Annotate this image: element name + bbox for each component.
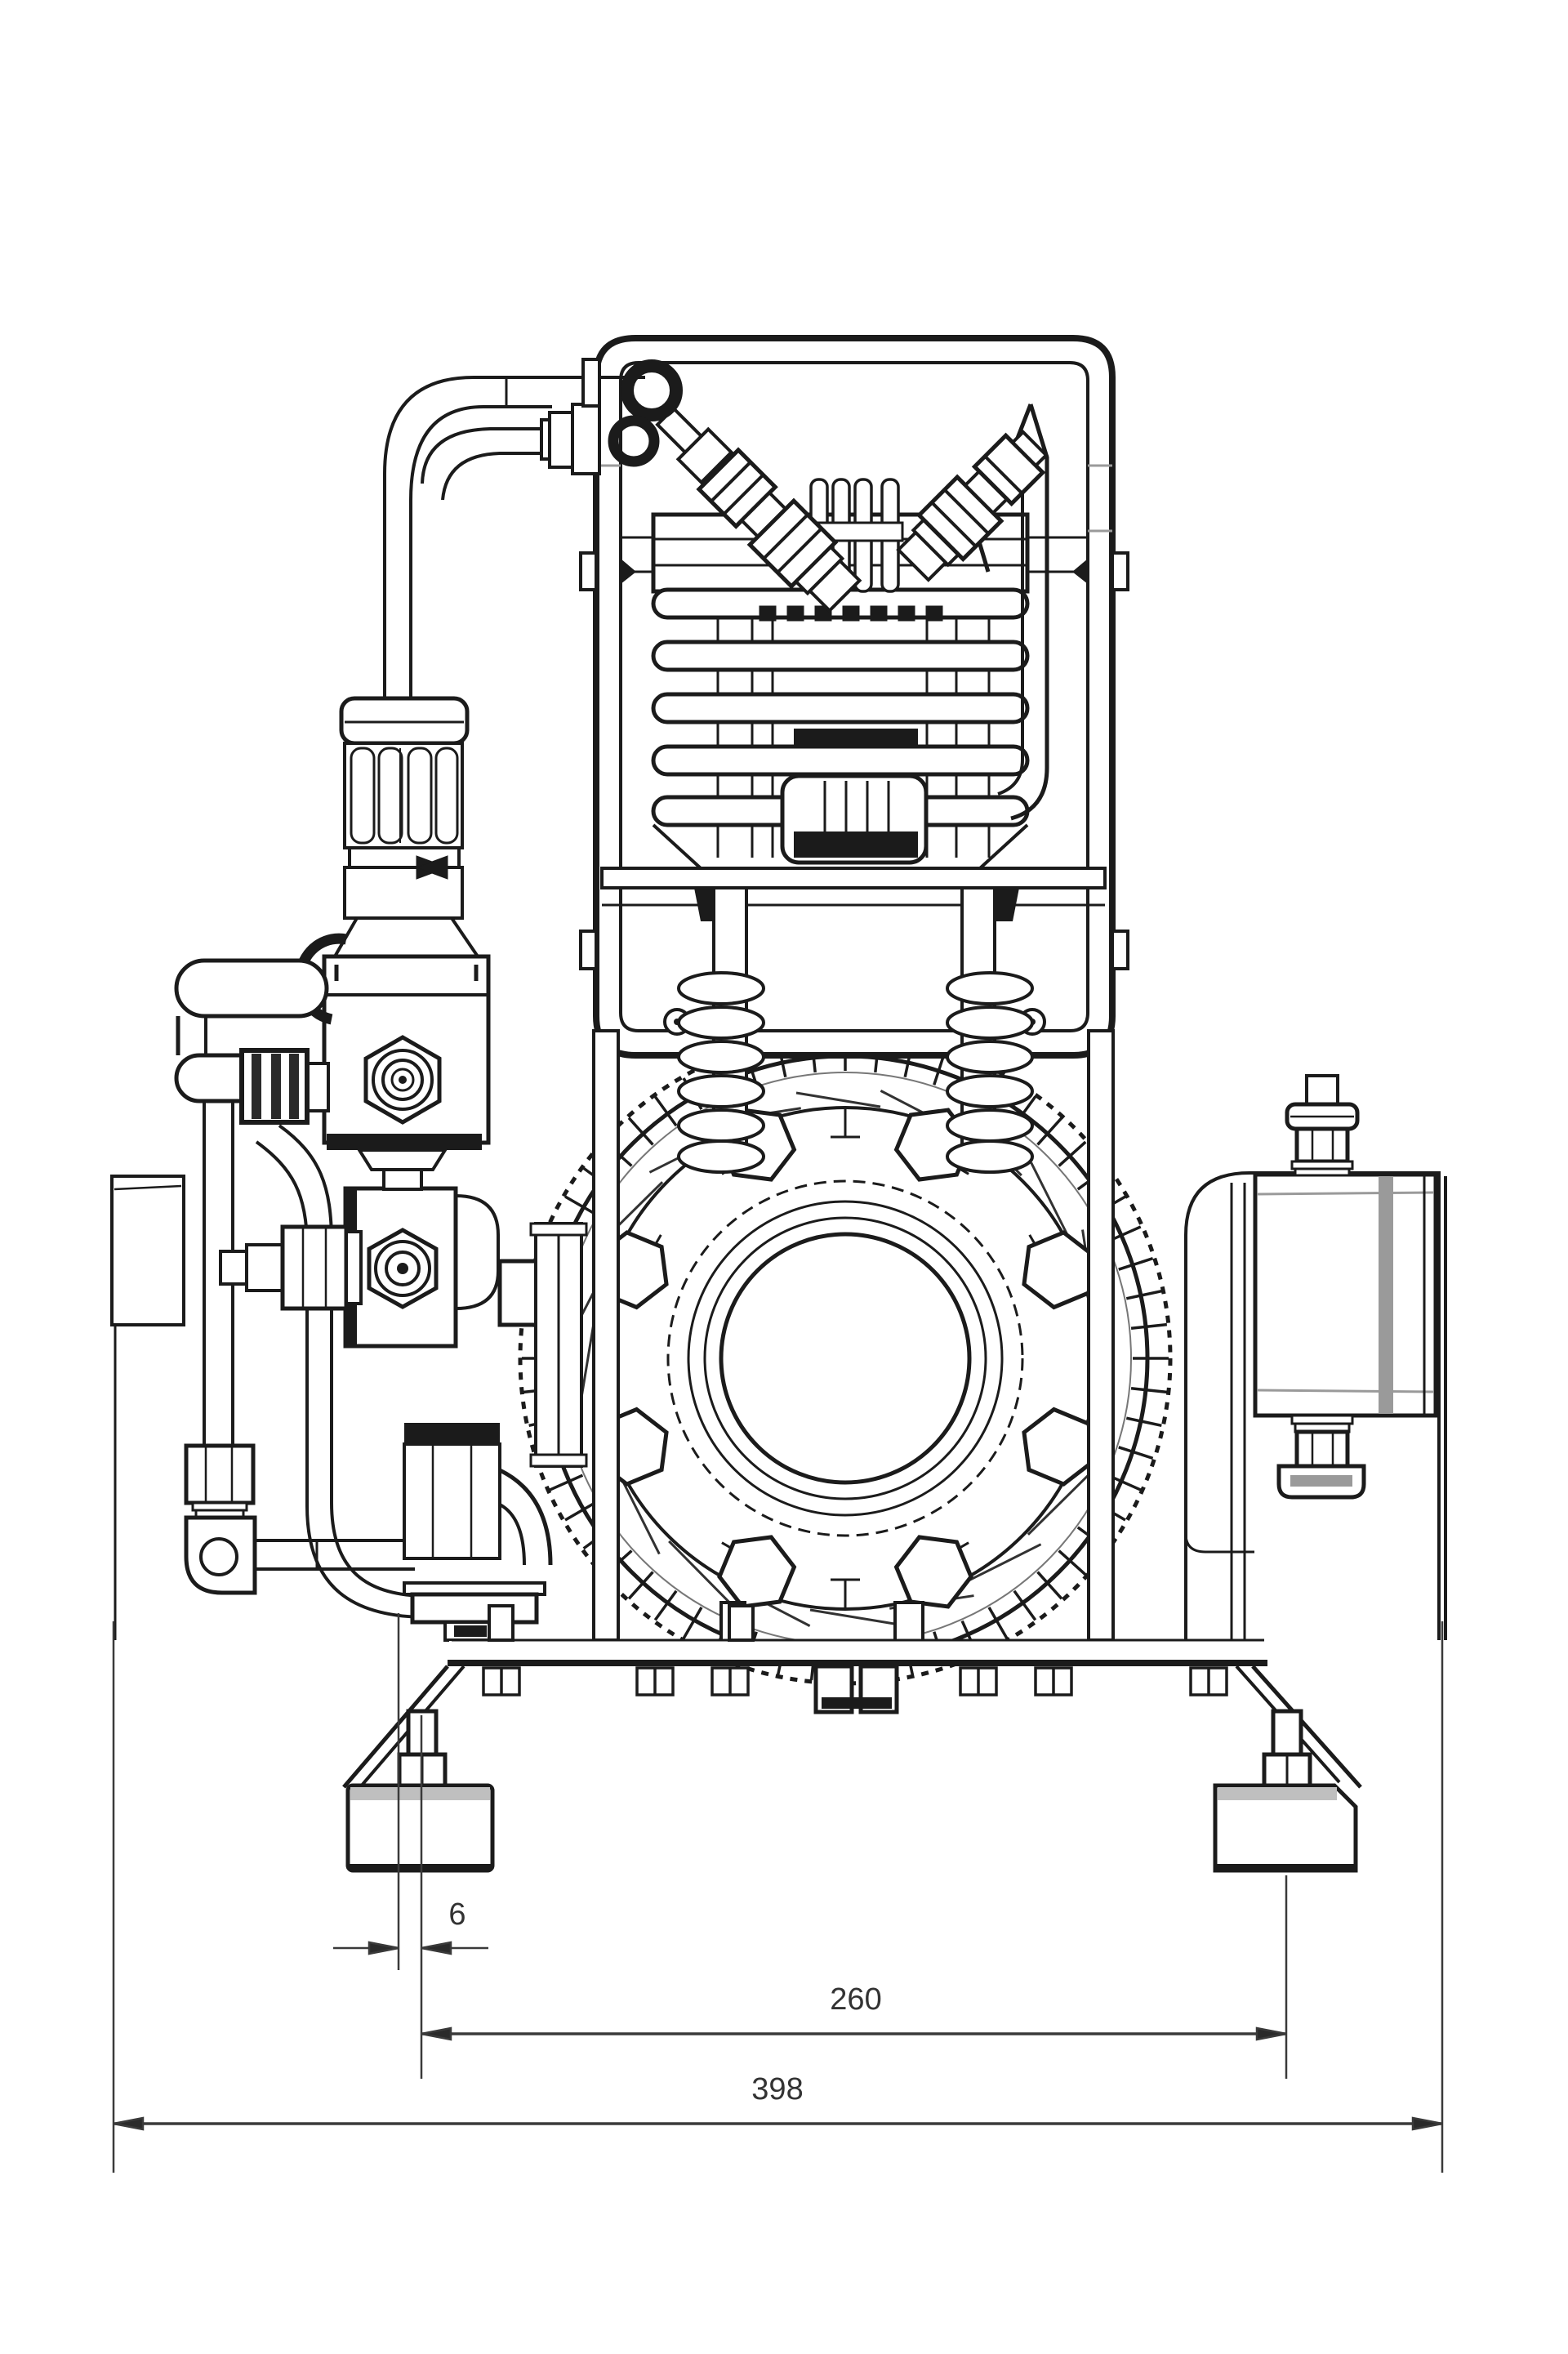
drain-nipple-tip	[219, 1250, 248, 1286]
fin-shadow-dashes	[759, 605, 943, 622]
discharge-tube-inner	[997, 457, 1024, 796]
unloader-flange	[410, 1592, 539, 1625]
top-pipe-run	[383, 358, 645, 700]
pipe-inner-wall	[409, 405, 552, 700]
skirt-right-outer	[1251, 1665, 1362, 1789]
dimension-260-label: 260	[830, 1982, 881, 2017]
motor-port-hex	[497, 1259, 541, 1327]
tank-top-fitting	[1285, 1074, 1360, 1177]
bulkhead-union	[548, 411, 574, 469]
receiver-tank-assembly	[1184, 1074, 1447, 1640]
hose-outer	[278, 1124, 429, 1598]
dimension-398-label: 398	[751, 2072, 803, 2107]
u-tube-upper	[174, 958, 329, 1019]
hose-loop-lower	[608, 415, 660, 467]
left-valve-assembly	[110, 696, 588, 1642]
receiver-tank	[1253, 1172, 1438, 1418]
plate-stud	[728, 1604, 755, 1642]
frame-right-strap	[1087, 1029, 1115, 1642]
suspension-spring-right	[946, 971, 1034, 1174]
dimension-6-label: 6	[448, 1897, 466, 1932]
pipe-outer-wall	[383, 376, 645, 700]
skirt-left-outer	[342, 1665, 449, 1789]
tank-strap	[1379, 1176, 1393, 1414]
muffler-box	[110, 1175, 185, 1326]
drain-elbow	[184, 1515, 257, 1595]
drain-hex	[280, 1224, 349, 1311]
motor-housing	[518, 1031, 1173, 1686]
elbow-hex-nut	[184, 1443, 256, 1505]
foot-pad	[1213, 1783, 1358, 1873]
frame-inner-edge	[619, 361, 1089, 1032]
vibration-foot-left	[345, 1709, 495, 1873]
cooling-fin	[651, 744, 1030, 777]
base-plate-bolts	[482, 1664, 1228, 1714]
discharge-tube-outer	[1010, 403, 1049, 821]
vibration-foot-right	[1213, 1709, 1358, 1873]
cooling-fin	[651, 640, 1030, 672]
tank-drain-fitting	[1276, 1414, 1366, 1500]
suspension-spring-left	[677, 971, 765, 1174]
hose-loop-upper	[621, 359, 683, 421]
inlet-fitting-stack-right	[896, 430, 1049, 582]
dimension-260: 260	[420, 1982, 1288, 2041]
plate-stud	[488, 1604, 514, 1642]
mounting-plate	[600, 867, 1107, 889]
pump-mounting-plate	[600, 867, 1107, 1665]
frame-left-strap	[592, 1029, 620, 1642]
dimension-annotations: 6 260 398	[112, 1613, 1444, 2173]
dimension-6: 6	[333, 1897, 488, 1955]
cooling-fin	[651, 692, 1030, 724]
inlet-fitting-stack-left	[655, 406, 862, 613]
base-assembly	[342, 1604, 1362, 1873]
dimension-398: 398	[112, 2072, 1444, 2131]
unloader-body	[403, 1442, 501, 1560]
hose-inner	[255, 1140, 429, 1619]
foot-stud	[1271, 1709, 1303, 1757]
cylinder-assembly	[608, 359, 1088, 870]
